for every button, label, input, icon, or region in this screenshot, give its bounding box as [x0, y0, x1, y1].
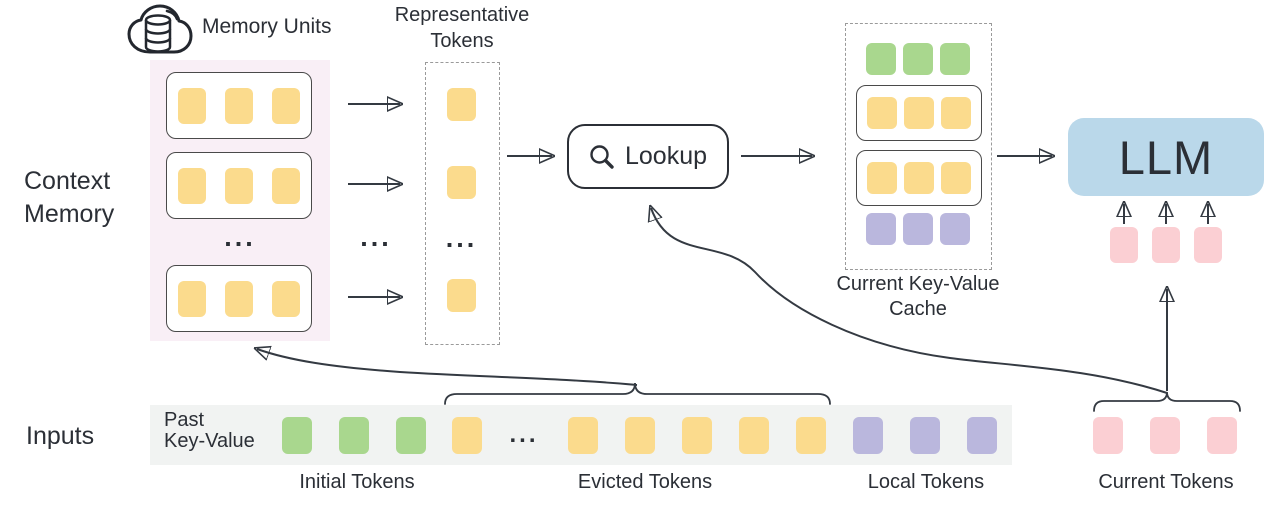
context-memory-label: Context Memory	[24, 167, 115, 228]
current-kv-cache-label: Current Key-Value Cache	[836, 273, 1000, 320]
token-yellow	[904, 97, 934, 129]
token-purple	[866, 213, 896, 245]
token-pink	[1093, 417, 1123, 454]
token-purple	[940, 213, 970, 245]
token-yellow	[178, 87, 206, 124]
token-yellow	[272, 280, 300, 317]
token-yellow	[225, 87, 253, 124]
token-yellow	[941, 162, 971, 194]
token-purple	[967, 417, 997, 454]
representative-tokens-label: Representative Tokens	[394, 4, 530, 52]
local-tokens-label: Local Tokens	[867, 471, 985, 493]
token-yellow	[867, 162, 897, 194]
memory-unit-row-2	[166, 152, 312, 219]
lookup-button: Lookup	[567, 124, 729, 189]
token-green	[903, 42, 933, 75]
evicted-tokens-label: Evicted Tokens	[577, 471, 713, 493]
token-green	[940, 42, 970, 75]
cache-row-initial	[866, 42, 970, 75]
token-yellow	[941, 97, 971, 129]
memory-unit-row-1	[166, 72, 312, 139]
token-green	[396, 417, 426, 454]
token-yellow	[452, 417, 482, 454]
past-key-value-label: Past Key-Value	[164, 409, 255, 452]
token-yellow	[225, 167, 253, 204]
token-pink	[1110, 227, 1138, 263]
evicted-token-single	[452, 417, 482, 454]
token-yellow	[625, 417, 655, 454]
token-yellow	[739, 417, 769, 454]
token-yellow	[272, 167, 300, 204]
token-yellow	[904, 162, 934, 194]
memory-units-label: Memory Units	[202, 15, 332, 38]
token-yellow	[447, 279, 476, 312]
token-yellow	[447, 88, 476, 121]
cache-row-memory-1	[856, 85, 982, 141]
local-tokens-group	[853, 417, 997, 454]
token-purple	[853, 417, 883, 454]
token-purple	[903, 213, 933, 245]
memory-units-ellipsis: ...	[224, 222, 256, 252]
token-green	[339, 417, 369, 454]
token-green	[282, 417, 312, 454]
cache-row-memory-2	[856, 150, 982, 206]
representative-token-1	[447, 88, 476, 121]
lookup-label: Lookup	[624, 142, 708, 170]
initial-tokens-group	[282, 417, 426, 454]
between-ellipsis: ...	[360, 222, 392, 252]
search-icon	[590, 144, 614, 169]
current-tokens-group	[1093, 417, 1237, 454]
token-yellow	[867, 97, 897, 129]
evicted-tokens-group	[568, 417, 826, 454]
arrow-evicted-to-context-memory	[257, 349, 638, 386]
current-tokens-label: Current Tokens	[1098, 471, 1234, 493]
cache-row-local	[866, 212, 970, 246]
evicted-tokens-brace	[444, 382, 831, 405]
token-yellow	[178, 280, 206, 317]
token-yellow	[272, 87, 300, 124]
inputs-bar-ellipsis: ...	[509, 421, 539, 448]
llm-label: LLM	[1118, 130, 1214, 184]
representative-token-2	[447, 166, 476, 199]
token-pink	[1152, 227, 1180, 263]
token-pink	[1194, 227, 1222, 263]
token-yellow	[682, 417, 712, 454]
token-pink	[1150, 417, 1180, 454]
token-yellow	[447, 166, 476, 199]
token-purple	[910, 417, 940, 454]
token-pink	[1207, 417, 1237, 454]
representative-ellipsis: ...	[445, 223, 478, 253]
token-yellow	[568, 417, 598, 454]
token-yellow	[225, 280, 253, 317]
inputs-label: Inputs	[26, 422, 95, 450]
initial-tokens-label: Initial Tokens	[299, 471, 415, 493]
memory-unit-row-3	[166, 265, 312, 332]
llm-box: LLM	[1068, 118, 1264, 196]
memory-cloud-database-icon	[127, 4, 193, 54]
token-yellow	[796, 417, 826, 454]
token-green	[866, 42, 896, 75]
token-yellow	[178, 167, 206, 204]
current-tokens-brace	[1093, 391, 1241, 412]
representative-token-3	[447, 279, 476, 312]
representative-tokens-box	[425, 62, 500, 345]
llm-input-tokens	[1110, 227, 1222, 263]
